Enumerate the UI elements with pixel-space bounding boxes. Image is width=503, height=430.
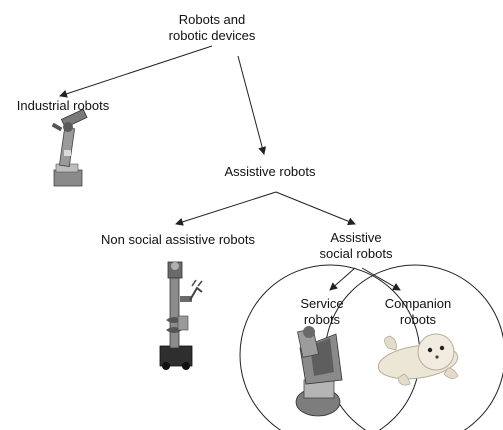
service-line2: robots: [290, 312, 354, 328]
industrial-robots-label: Industrial robots: [8, 98, 118, 114]
assistive-social-line1: Assistive: [306, 230, 406, 246]
arrow-social-to-service: [330, 268, 355, 290]
arrow-assistive-to-nonsocial: [176, 192, 276, 224]
root-node-line1: Robots and: [150, 12, 274, 28]
service-robot-illustration: [296, 326, 342, 416]
companion-robot-illustration: [376, 334, 460, 385]
root-node-label: Robots and robotic devices: [150, 12, 274, 44]
assistive-social-robots-label: Assistive social robots: [306, 230, 406, 262]
service-line1: Service: [290, 296, 354, 312]
companion-robots-label: Companion robots: [376, 296, 460, 328]
industrial-robot-illustration: [52, 109, 87, 186]
companion-line1: Companion: [376, 296, 460, 312]
assistive-social-line2: social robots: [306, 246, 406, 262]
assistive-robots-label: Assistive robots: [206, 164, 334, 180]
companion-line2: robots: [376, 312, 460, 328]
root-node-line2: robotic devices: [150, 28, 274, 44]
arrow-root-to-assistive: [238, 56, 264, 154]
non-social-robot-illustration: [160, 262, 202, 370]
non-social-assistive-robots-label: Non social assistive robots: [86, 232, 270, 248]
arrow-assistive-to-social: [276, 192, 355, 224]
arrow-root-to-industrial: [60, 46, 212, 96]
service-robots-label: Service robots: [290, 296, 354, 328]
